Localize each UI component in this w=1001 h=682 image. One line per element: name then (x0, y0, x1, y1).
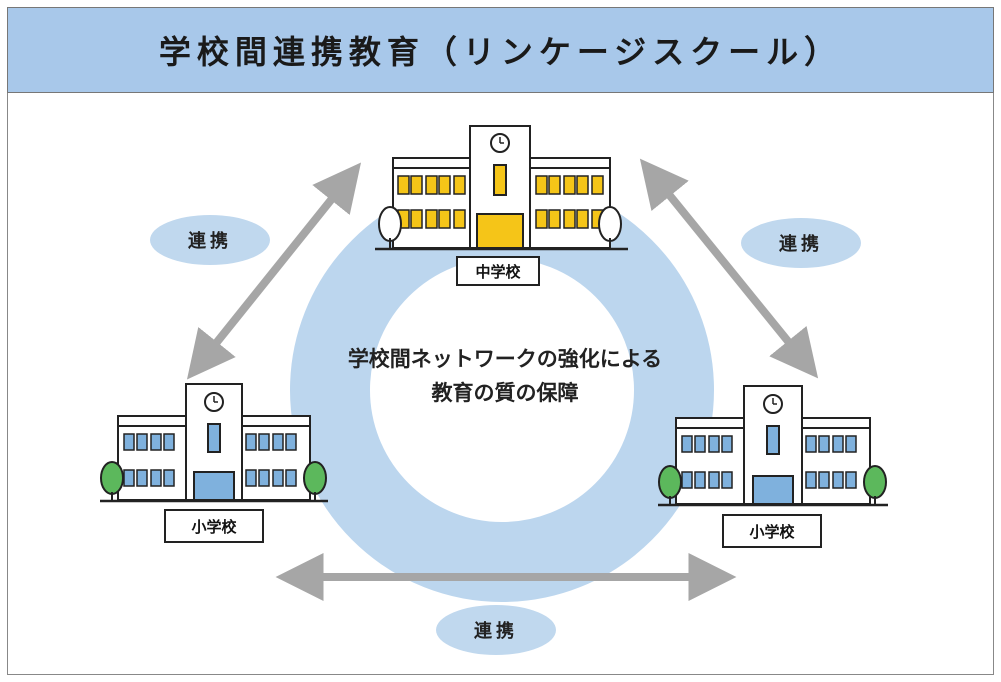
elementary-left-label-text: 小学校 (191, 517, 237, 536)
link-bubble-left-text: 連携 (188, 231, 232, 252)
tree-icon (598, 206, 622, 242)
tree-icon (863, 465, 887, 499)
junior-high-label: 中学校 (456, 256, 540, 286)
elementary-left-label: 小学校 (164, 509, 264, 543)
page-title: 学校間連携教育（リンケージスクール） (158, 33, 843, 71)
tree-icon (378, 206, 402, 242)
elementary-right-label: 小学校 (722, 514, 822, 548)
elementary-right-label-text: 小学校 (749, 522, 795, 541)
junior-high-label-text: 中学校 (475, 262, 521, 281)
center-message: 学校間ネットワークの強化による 教育の質の保障 (300, 342, 710, 410)
tree-icon (303, 461, 327, 495)
link-bubble-right: 連携 (741, 218, 861, 268)
tree-icon (658, 465, 682, 499)
elementary-building-left (100, 383, 328, 503)
elementary-building-right (658, 385, 888, 507)
arrow-left-link (186, 162, 362, 380)
link-bubble-left: 連携 (150, 215, 270, 265)
link-bubble-bottom-text: 連携 (474, 621, 518, 642)
title-bar: 学校間連携教育（リンケージスクール） (7, 7, 994, 93)
center-message-line1: 学校間ネットワークの強化による (347, 347, 663, 371)
tree-icon (100, 461, 124, 495)
junior-high-building (375, 125, 628, 251)
center-message-line2: 教育の質の保障 (431, 381, 579, 405)
link-bubble-right-text: 連携 (779, 234, 823, 255)
link-bubble-bottom: 連携 (436, 605, 556, 655)
arrow-right-link (639, 158, 819, 379)
